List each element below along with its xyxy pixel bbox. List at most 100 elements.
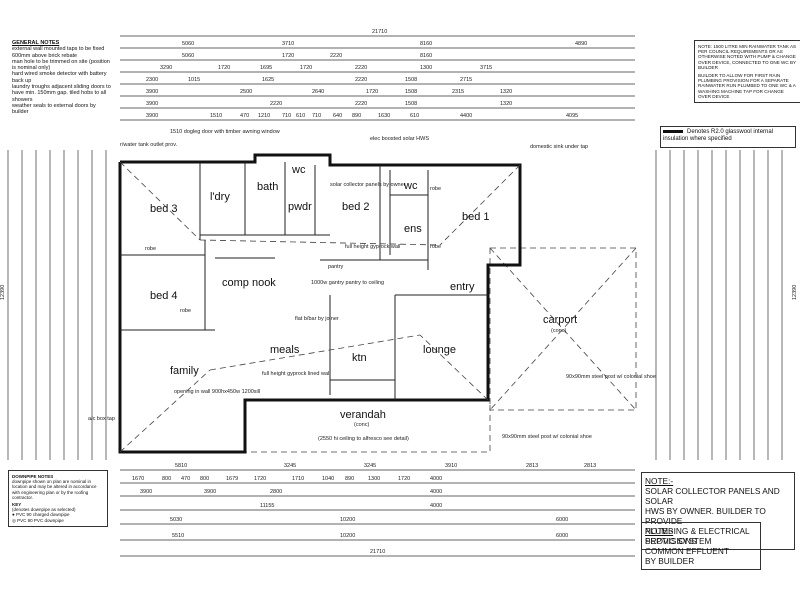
dim: 1720 xyxy=(282,53,294,59)
dim: 10200 xyxy=(340,533,355,539)
rainwater-note-text: BUILDER TO ALLOW FOR FIRST RAIN PLUMBING… xyxy=(698,73,796,99)
dim: 1040 xyxy=(322,476,334,482)
dim: 2640 xyxy=(312,89,324,95)
annotation: 90x90mm steel post w/ colonial shoe xyxy=(566,374,656,380)
dim: 610 xyxy=(410,113,419,119)
general-note-item: external wall mounted taps to be fixed 6… xyxy=(12,46,105,59)
downpipe-text: downpipe shown on plan are nominal in lo… xyxy=(12,479,97,500)
dim: 2220 xyxy=(355,101,367,107)
top-dimensions: 21710 5060 3710 8160 4890 5060 1720 2220… xyxy=(120,29,635,121)
dim: 2315 xyxy=(452,89,464,95)
general-notes-title: GENERAL NOTES xyxy=(12,40,60,46)
annotation: opening in wall 900hx450w 1200sill xyxy=(174,389,260,395)
annotation: solar collector panels by owner xyxy=(330,182,406,188)
dim: 1508 xyxy=(405,89,417,95)
insulation-text: Denotes R2.0 glasswool internal insulati… xyxy=(663,129,774,142)
dim: 1630 xyxy=(378,113,390,119)
robe-label: robe xyxy=(145,246,156,252)
dim: 4000 xyxy=(430,503,442,509)
dim: 11155 xyxy=(260,503,274,509)
dim: 3900 xyxy=(204,489,216,495)
rainwater-note-text: NOTE: 1500 LITRE MIN RAINWATER TANK AS P… xyxy=(698,44,797,70)
room-labels: bed 3 bed 4 bed 2 bed 1 l'dry bath wc pw… xyxy=(145,164,577,428)
room-label-entry: entry xyxy=(450,281,475,293)
right-overall-dim: 12390 xyxy=(792,285,798,300)
dim: 3900 xyxy=(146,89,158,95)
septic-note-line: BY BUILDER xyxy=(645,556,695,566)
dim: 4000 xyxy=(430,476,442,482)
dim: 4095 xyxy=(566,113,578,119)
robe-label: robe xyxy=(430,186,441,192)
septic-note-line: COMMON EFFLUENT xyxy=(645,546,729,556)
dim: 890 xyxy=(352,113,361,119)
dim: 5030 xyxy=(170,517,182,523)
dim: 1015 xyxy=(188,77,200,83)
dim: 1670 xyxy=(132,476,144,482)
annotation: r/water tank outlet prov. xyxy=(120,142,178,148)
dim: 2220 xyxy=(330,53,342,59)
room-label-bed4: bed 4 xyxy=(150,290,178,302)
room-label-ldry: l'dry xyxy=(210,191,230,203)
dim: 1300 xyxy=(420,65,432,71)
dim: 8160 xyxy=(420,41,432,47)
dim: 710 xyxy=(312,113,321,119)
insulation-legend: Denotes R2.0 glasswool internal insulati… xyxy=(660,126,796,148)
dim: 1720 xyxy=(218,65,230,71)
room-label-carport: carport xyxy=(543,314,577,326)
dim: 1679 xyxy=(226,476,238,482)
septic-note-line: NOTE:- xyxy=(645,526,674,536)
septic-note: NOTE:- SEPTIC SYSTEM COMMON EFFLUENT BY … xyxy=(641,522,761,570)
room-label-bed2: bed 2 xyxy=(342,201,370,213)
dim: 3900 xyxy=(146,113,158,119)
general-notes: GENERAL NOTES external wall mounted taps… xyxy=(12,40,112,116)
dim: 800 xyxy=(200,476,209,482)
dim: 3245 xyxy=(284,463,296,469)
room-label-verandah: verandah xyxy=(340,409,386,421)
room-label-bed1: bed 1 xyxy=(462,211,490,223)
septic-note-line: SEPTIC SYSTEM xyxy=(645,536,712,546)
dim: 1695 xyxy=(260,65,272,71)
dim: 4890 xyxy=(575,41,587,47)
dim: 6000 xyxy=(556,533,568,539)
annotation: 1000w gantry pantry to ceiling xyxy=(311,280,384,286)
dim: 640 xyxy=(333,113,342,119)
dim: 3900 xyxy=(146,101,158,107)
annotation: flat b/bar by joiner xyxy=(295,316,339,322)
dim: 3245 xyxy=(364,463,376,469)
downpipe-key-item: ◎ PVC 90 PVC downpipe xyxy=(12,517,64,523)
bottom-overall-dim: 21710 xyxy=(370,549,385,555)
dim: 1510 xyxy=(210,113,222,119)
dim: 2220 xyxy=(355,65,367,71)
room-label-wc2: wc xyxy=(403,180,418,192)
dim: 3910 xyxy=(445,463,457,469)
room-label-comp-nook: comp nook xyxy=(222,277,276,289)
top-overall-dim: 21710 xyxy=(372,29,387,35)
carport-sub: (conc) xyxy=(551,328,566,334)
room-label-wc1: wc xyxy=(291,164,306,176)
robe-label: robe xyxy=(430,244,441,250)
room-label-ktn: ktn xyxy=(352,352,367,364)
solar-note-line: HWS BY OWNER. BUILDER TO PROVIDE xyxy=(645,506,766,526)
dim: 2220 xyxy=(270,101,282,107)
pantry-label: pantry xyxy=(328,264,344,270)
annotation: full height gyprock lined wall xyxy=(262,371,330,377)
room-label-bed3: bed 3 xyxy=(150,203,178,215)
dim: 3900 xyxy=(140,489,152,495)
dim: 1720 xyxy=(366,89,378,95)
room-label-ens: ens xyxy=(404,223,422,235)
roof-lines xyxy=(119,161,521,453)
dim: 5060 xyxy=(182,53,194,59)
exterior-walls xyxy=(118,153,522,454)
general-note-item: laundry troughs adjacent sliding doors t… xyxy=(12,84,111,103)
dim: 1720 xyxy=(254,476,266,482)
dim: 3715 xyxy=(480,65,492,71)
dim: 890 xyxy=(345,476,354,482)
dim: 1508 xyxy=(405,101,417,107)
dim: 5810 xyxy=(175,463,187,469)
left-overall-dim: 12390 xyxy=(0,285,6,300)
dim: 2813 xyxy=(526,463,538,469)
annotation: 90x90mm steel post w/ colonial shoe xyxy=(502,434,592,440)
dim: 1320 xyxy=(500,89,512,95)
dim: 2800 xyxy=(270,489,282,495)
